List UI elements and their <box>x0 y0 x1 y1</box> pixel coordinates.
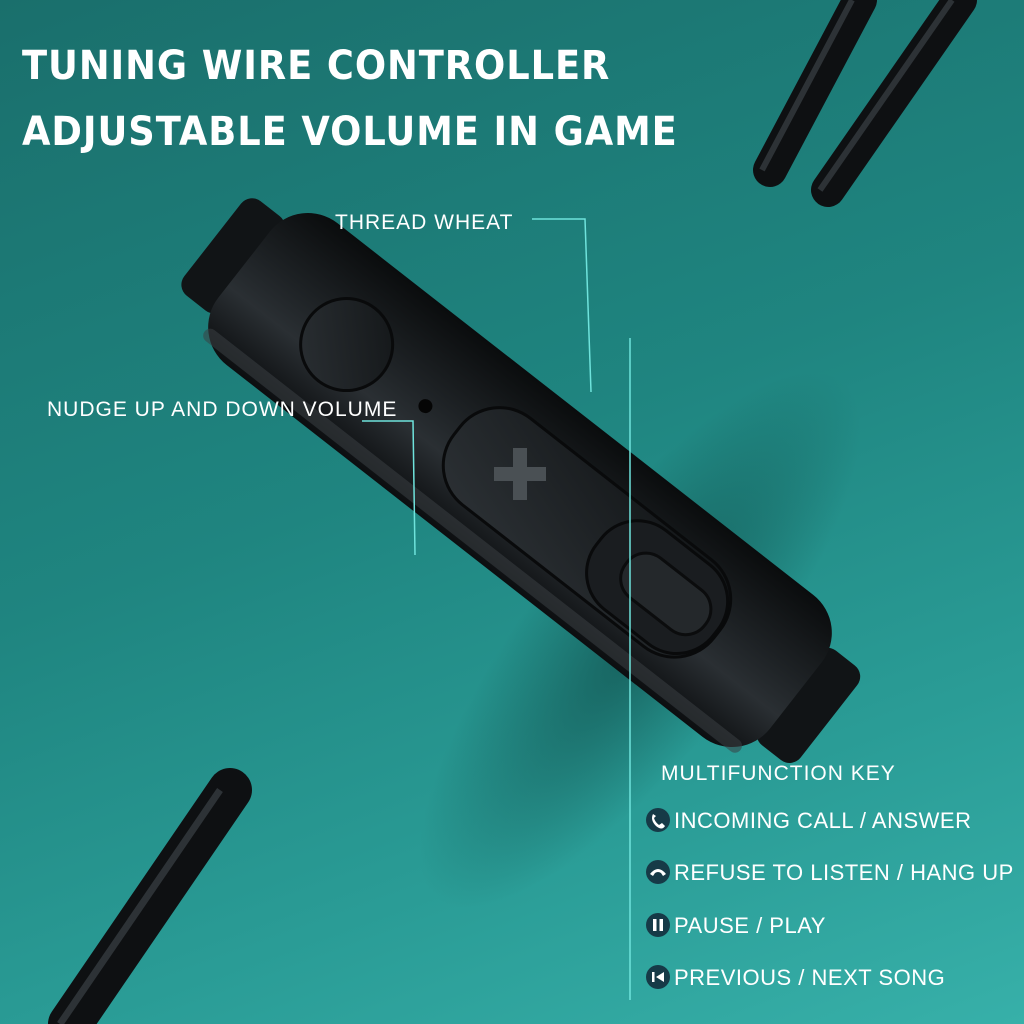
volume-down-slot <box>619 551 713 637</box>
leader-nudge-volume <box>362 420 416 556</box>
function-row-hang-up: REFUSE TO LISTEN / HANG UP <box>646 860 1014 886</box>
function-row-answer: INCOMING CALL / ANSWER <box>646 808 971 834</box>
phone-icon <box>646 808 670 832</box>
multifunction-button[interactable] <box>282 280 411 409</box>
end-cap-bottom <box>756 647 861 763</box>
volume-up-icon <box>494 447 546 500</box>
callout-nudge-volume: NUDGE UP AND DOWN VOLUME <box>47 398 398 421</box>
hang-up-icon <box>646 860 670 884</box>
function-label: PREVIOUS / NEXT SONG <box>674 965 946 990</box>
microphone-hole <box>418 399 433 414</box>
cable-bottom <box>48 768 252 1024</box>
previous-track-icon <box>646 965 670 989</box>
cable-top <box>753 0 977 207</box>
leader-lines <box>362 218 631 1000</box>
pause-icon <box>646 913 670 937</box>
function-row-pause-play: PAUSE / PLAY <box>646 913 826 939</box>
end-cap-top <box>181 198 285 314</box>
callout-thread-wheat: THREAD WHEAT <box>335 211 514 234</box>
function-label: INCOMING CALL / ANSWER <box>674 808 972 833</box>
function-row-previous-next: PREVIOUS / NEXT SONG <box>646 965 945 991</box>
headline-line-2: ADJUSTABLE VOLUME IN GAME <box>22 109 678 155</box>
headline-line-1: TUNING WIRE CONTROLLER <box>22 43 611 89</box>
function-label: REFUSE TO LISTEN / HANG UP <box>674 860 1014 885</box>
function-label: PAUSE / PLAY <box>674 913 826 938</box>
callout-multifunction-key: MULTIFUNCTION KEY <box>661 762 896 785</box>
leader-thread-wheat <box>532 218 592 393</box>
wire-controller <box>181 198 861 763</box>
